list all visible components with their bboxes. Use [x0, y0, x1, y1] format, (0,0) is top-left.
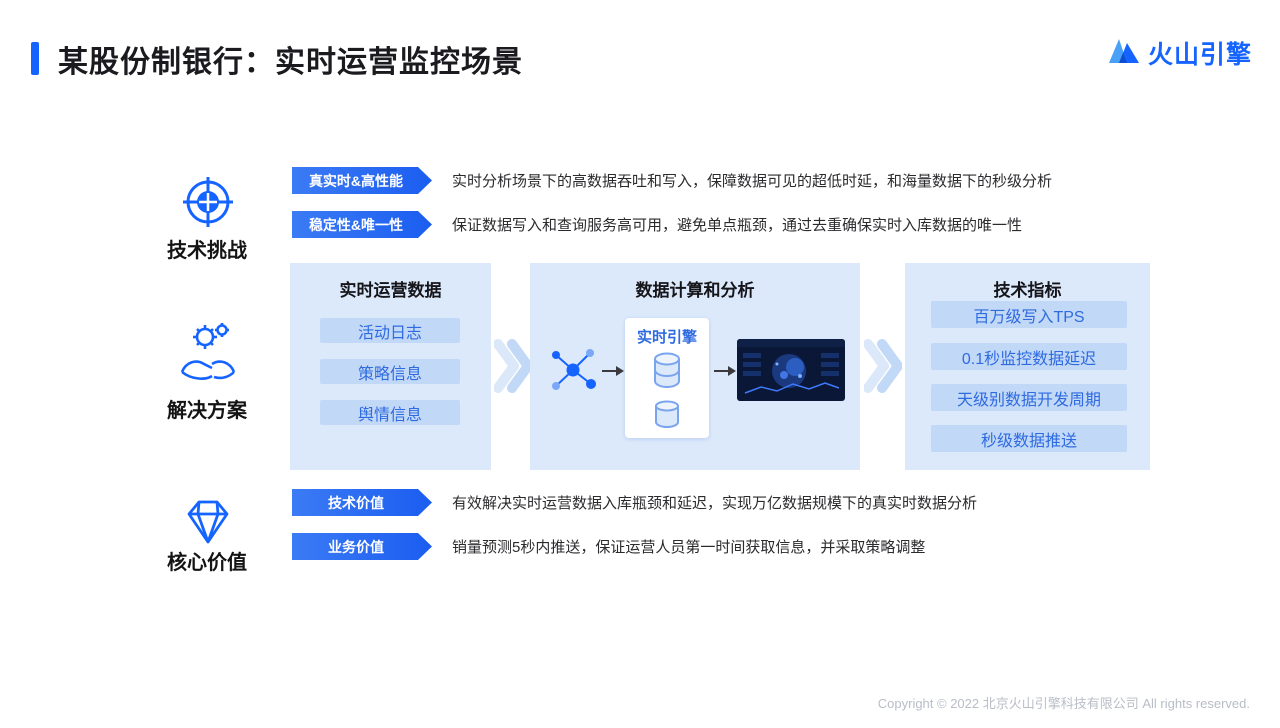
data-chip: 舆情信息	[320, 400, 460, 425]
metric-chip: 秒级数据推送	[931, 425, 1127, 452]
flow-chevrons-icon	[493, 334, 533, 403]
challenge-row: 真实时&高性能 实时分析场景下的高数据吞吐和写入，保障数据可见的超低时延，和海量…	[292, 167, 1052, 194]
section-label-solution: 解决方案	[167, 400, 247, 422]
flow-chevrons-icon	[863, 334, 903, 403]
value-row: 业务价值 销量预测5秒内推送，保证运营人员第一时间获取信息，并采取策略调整	[292, 533, 925, 560]
brand-name: 火山引擎	[1147, 40, 1252, 69]
arrow-right-icon	[602, 364, 624, 382]
challenge-tag: 稳定性&唯一性	[292, 211, 432, 238]
section-label-core-value: 核心价值	[167, 552, 247, 574]
database-cylinder-icon	[649, 351, 685, 396]
panel-metrics: 技术指标 百万级写入TPS 0.1秒监控数据延迟 天级别数据开发周期 秒级数据推…	[905, 263, 1150, 470]
data-chip: 策略信息	[320, 359, 460, 384]
globe-target-icon	[182, 175, 234, 234]
network-graph-icon	[546, 343, 600, 402]
hands-gears-icon	[178, 320, 238, 391]
arrow-right-icon	[714, 364, 736, 382]
value-tag: 业务价值	[292, 533, 432, 560]
data-chip: 活动日志	[320, 318, 460, 343]
brand-logo: 火山引擎	[1106, 34, 1252, 71]
value-desc: 销量预测5秒内推送，保证运营人员第一时间获取信息，并采取策略调整	[452, 539, 926, 556]
challenge-desc: 保证数据写入和查询服务高可用，避免单点瓶颈，通过去重确保实时入库数据的唯一性	[452, 217, 1023, 234]
copyright: Copyright © 2022 北京火山引擎科技有限公司 All rights…	[877, 696, 1250, 711]
panel-title: 数据计算和分析	[635, 281, 755, 300]
value-row: 技术价值 有效解决实时运营数据入库瓶颈和延迟，实现万亿数据规模下的真实时数据分析	[292, 489, 977, 516]
panel-title: 技术指标	[993, 281, 1062, 300]
challenge-desc: 实时分析场景下的高数据吞吐和写入，保障数据可见的超低时延，和海量数据下的秒级分析	[452, 173, 1053, 190]
panel-title: 实时运营数据	[339, 281, 442, 300]
engine-label: 实时引擎	[636, 329, 697, 346]
metric-chip: 百万级写入TPS	[931, 301, 1127, 328]
metric-chip: 天级别数据开发周期	[931, 384, 1127, 411]
metric-chip: 0.1秒监控数据延迟	[931, 343, 1127, 370]
volcano-mountain-icon	[1106, 34, 1142, 71]
challenge-row: 稳定性&唯一性 保证数据写入和查询服务高可用，避免单点瓶颈，通过去重确保实时入库…	[292, 211, 1022, 238]
diamond-icon	[181, 497, 235, 552]
panel-realtime-data: 实时运营数据 活动日志 策略信息 舆情信息	[290, 263, 491, 470]
panel-compute: 数据计算和分析 实时引擎	[530, 263, 860, 470]
database-cylinder-icon	[652, 400, 682, 435]
title-accent-bar	[31, 42, 39, 75]
monitoring-dashboard-image	[737, 339, 845, 401]
section-label-tech-challenge: 技术挑战	[167, 240, 247, 262]
challenge-tag: 真实时&高性能	[292, 167, 432, 194]
realtime-engine-box: 实时引擎	[625, 318, 709, 438]
page-title: 某股份制银行：实时运营监控场景	[58, 46, 523, 79]
value-tag: 技术价值	[292, 489, 432, 516]
value-desc: 有效解决实时运营数据入库瓶颈和延迟，实现万亿数据规模下的真实时数据分析	[452, 495, 978, 512]
